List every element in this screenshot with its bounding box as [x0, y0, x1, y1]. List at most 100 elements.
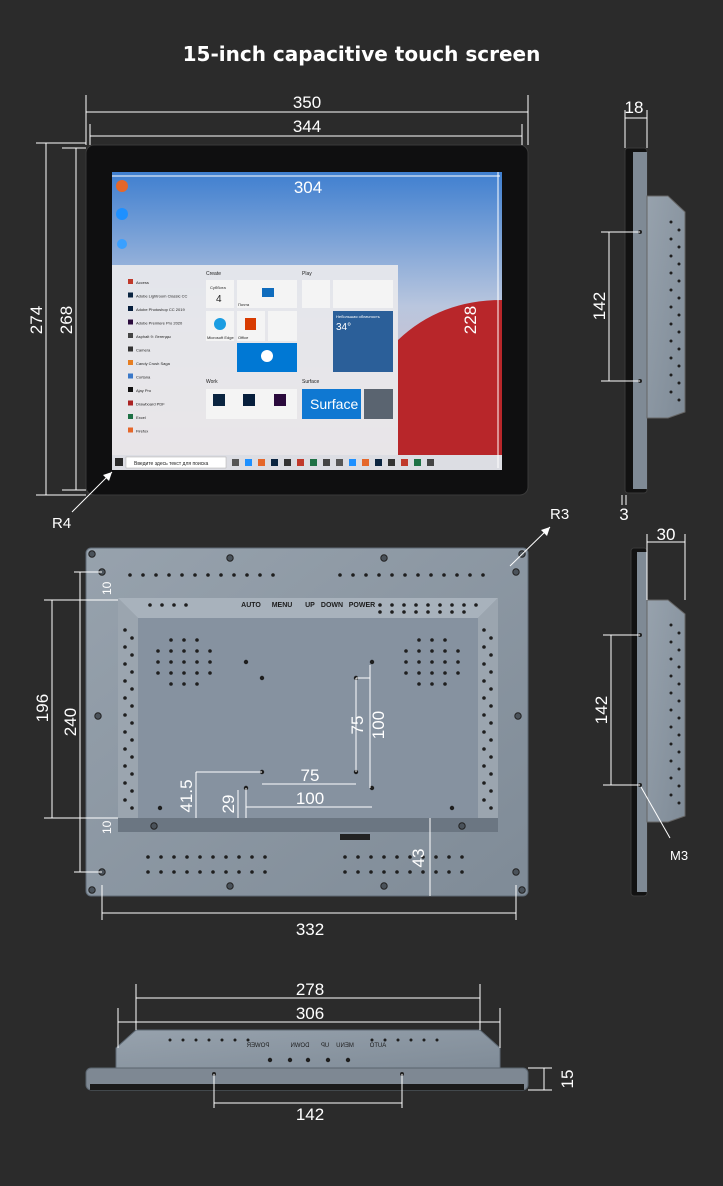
vent-hole: [447, 870, 451, 874]
surface-tile[interactable]: [302, 389, 361, 419]
vent-hole: [123, 628, 127, 632]
vent-hole: [489, 687, 493, 691]
vent-hole: [677, 682, 681, 686]
taskbar-app-icon[interactable]: [427, 459, 434, 466]
app-item[interactable]: Adobe Lightroom Classic CC: [136, 294, 187, 299]
vent-hole: [450, 603, 454, 607]
app-item[interactable]: Cortana: [136, 375, 151, 380]
vent-hole: [250, 855, 254, 859]
hole-142-label: 142: [592, 696, 611, 724]
app-item[interactable]: Asphalt 9: Легенды: [136, 334, 171, 339]
edge-desktop-icon[interactable]: [116, 208, 128, 220]
taskbar-app-icon[interactable]: [336, 459, 343, 466]
vesa-screw-hole: [449, 805, 455, 811]
taskbar-app-icon[interactable]: [349, 459, 356, 466]
game-tiles[interactable]: [333, 280, 393, 308]
taskbar-app-icon[interactable]: [258, 459, 265, 466]
taskbar-app-icon[interactable]: [414, 459, 421, 466]
vent-hole: [443, 649, 447, 653]
app-item[interactable]: Access: [136, 280, 149, 285]
taskbar-app-icon[interactable]: [310, 459, 317, 466]
vent-hole: [677, 767, 681, 771]
vent-hole: [356, 870, 360, 874]
vent-hole: [364, 573, 368, 577]
vent-hole: [141, 573, 145, 577]
vent-hole: [263, 855, 267, 859]
vent-hole: [404, 671, 408, 675]
app-item[interactable]: Camera: [136, 348, 151, 353]
app-item[interactable]: Adobe Premiere Pro 2020: [136, 321, 183, 326]
offset-41-5-label: 41.5: [177, 779, 196, 812]
vent-hole: [195, 638, 199, 642]
app-item[interactable]: Ajay Pro: [136, 388, 152, 393]
back-bevel-left: [118, 598, 138, 818]
vent-hole: [195, 649, 199, 653]
game-tile-1[interactable]: [302, 280, 330, 308]
back-vent-holes: [123, 573, 493, 874]
screw: [458, 822, 466, 830]
vent-hole: [677, 398, 681, 402]
vent-hole: [462, 610, 466, 614]
width-350-label: 350: [293, 93, 321, 112]
vent-hole: [677, 347, 681, 351]
taskbar-search[interactable]: [125, 456, 227, 469]
side-vent-holes: [669, 220, 681, 402]
taskbar-app-icon[interactable]: [401, 459, 408, 466]
height-268-label: 268: [57, 306, 76, 334]
taskbar-app-icon[interactable]: [284, 459, 291, 466]
wallpaper-red-shape: [398, 300, 502, 470]
taskbar-app-icon[interactable]: [388, 459, 395, 466]
taskbar-app-icon[interactable]: [245, 459, 252, 466]
taskbar-app-icon[interactable]: [362, 459, 369, 466]
firefox-desktop-icon[interactable]: [116, 180, 128, 192]
vent-hole: [434, 855, 438, 859]
vent-hole: [208, 649, 212, 653]
vent-hole: [677, 228, 681, 232]
vent-hole: [130, 704, 134, 708]
vent-hole: [182, 638, 186, 642]
vent-hole: [489, 806, 493, 810]
vent-hole: [130, 772, 134, 776]
vent-hole: [430, 649, 434, 653]
vent-hole: [669, 708, 673, 712]
vent-hole: [172, 855, 176, 859]
windows-start-icon[interactable]: [115, 458, 123, 466]
vent-hole: [224, 870, 228, 874]
vent-hole: [669, 373, 673, 377]
office-apps-tile[interactable]: [268, 311, 297, 341]
bottom-button-label: AUTO: [369, 1043, 386, 1049]
taskbar-app-icon[interactable]: [375, 459, 382, 466]
calendar-tile[interactable]: [206, 280, 234, 308]
bottom-glass: [90, 1084, 524, 1090]
vent-hole: [154, 573, 158, 577]
back-bevel-right: [478, 598, 498, 818]
vent-hole: [182, 660, 186, 664]
vent-hole: [677, 296, 681, 300]
vent-hole: [468, 573, 472, 577]
bottom-housing: [115, 1029, 501, 1071]
hole-142-label: 142: [590, 292, 609, 320]
vent-hole: [206, 573, 210, 577]
taskbar-app-icon[interactable]: [297, 459, 304, 466]
lightroom-icon: [213, 394, 225, 406]
app-item[interactable]: Firefox: [136, 429, 148, 434]
vent-hole: [123, 781, 127, 785]
taskbar-app-icon[interactable]: [232, 459, 239, 466]
taskbar-app-icon[interactable]: [323, 459, 330, 466]
group-play: Play: [302, 271, 312, 277]
vent-hole: [482, 679, 486, 683]
recycle-desktop-icon[interactable]: [117, 239, 127, 249]
one-commander-tile[interactable]: [364, 389, 393, 419]
vent-hole: [198, 855, 202, 859]
taskbar-app-icon[interactable]: [271, 459, 278, 466]
vent-hole: [677, 733, 681, 737]
app-item[interactable]: Excel: [136, 415, 146, 420]
weather-tile[interactable]: [333, 311, 393, 372]
app-item[interactable]: Candy Crush Saga: [136, 361, 171, 366]
app-item[interactable]: Adobe Photoshop CC 2019: [136, 307, 185, 312]
vent-hole: [677, 716, 681, 720]
vent-hole: [669, 776, 673, 780]
app-item[interactable]: Drawboard PDF: [136, 402, 165, 407]
vent-hole: [130, 721, 134, 725]
vent-hole: [396, 1038, 400, 1042]
